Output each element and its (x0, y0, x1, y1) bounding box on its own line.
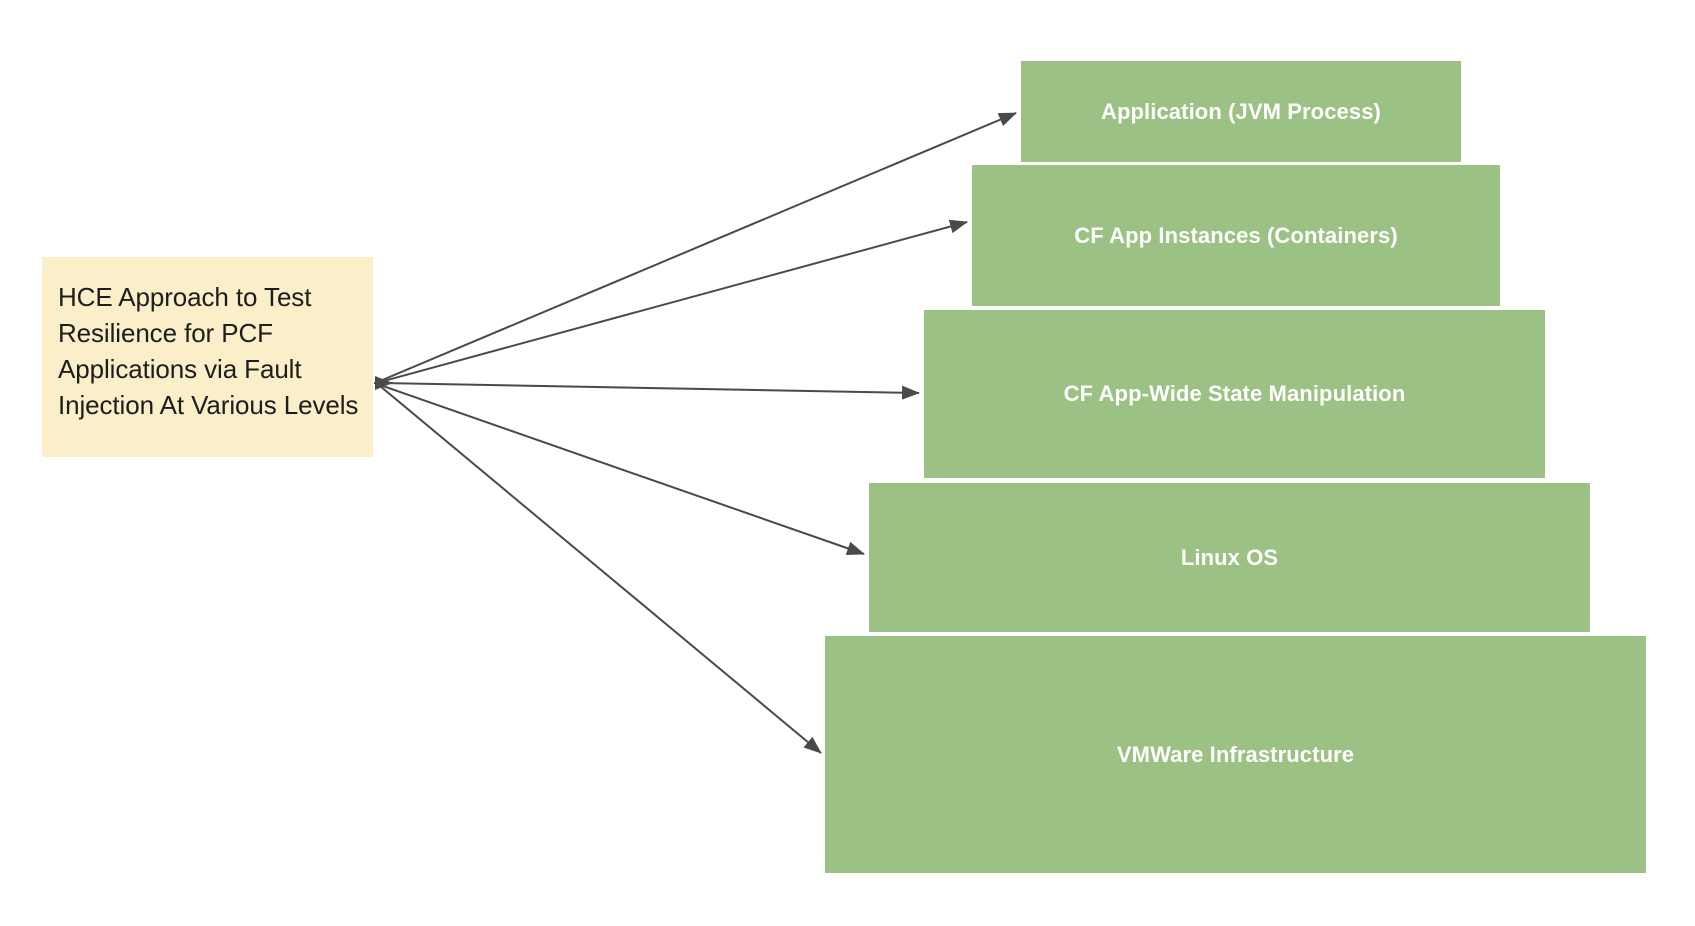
layer-node-application[interactable]: Application (JVM Process) (1021, 61, 1461, 162)
source-node-hce-approach[interactable]: HCE Approach to Test Resilience for PCF … (42, 257, 373, 457)
connector-source-to-instances (379, 219, 968, 383)
layer-node-cf-app-wide-state[interactable]: CF App-Wide State Manipulation (924, 310, 1545, 478)
connector-source-to-appwide (379, 382, 920, 400)
layer-node-vmware-infrastructure[interactable]: VMWare Infrastructure (825, 636, 1646, 873)
layer-node-label: CF App Instances (Containers) (1074, 222, 1398, 248)
layer-node-linux-os[interactable]: Linux OS (869, 483, 1590, 632)
layer-node-label: Application (JVM Process) (1100, 98, 1381, 124)
layer-node-cf-app-instances[interactable]: CF App Instances (Containers) (972, 165, 1500, 306)
connector-source-to-application (379, 112, 1017, 382)
connector-source-to-linuxos (379, 384, 865, 556)
source-node-label: HCE Approach to Test Resilience for PCF … (58, 282, 359, 420)
layer-node-label: VMWare Infrastructure (1116, 741, 1355, 767)
layer-node-label: CF App-Wide State Manipulation (1063, 381, 1406, 406)
layer-node-label: Linux OS (1180, 544, 1279, 570)
connector-source-to-vmware (379, 385, 822, 754)
